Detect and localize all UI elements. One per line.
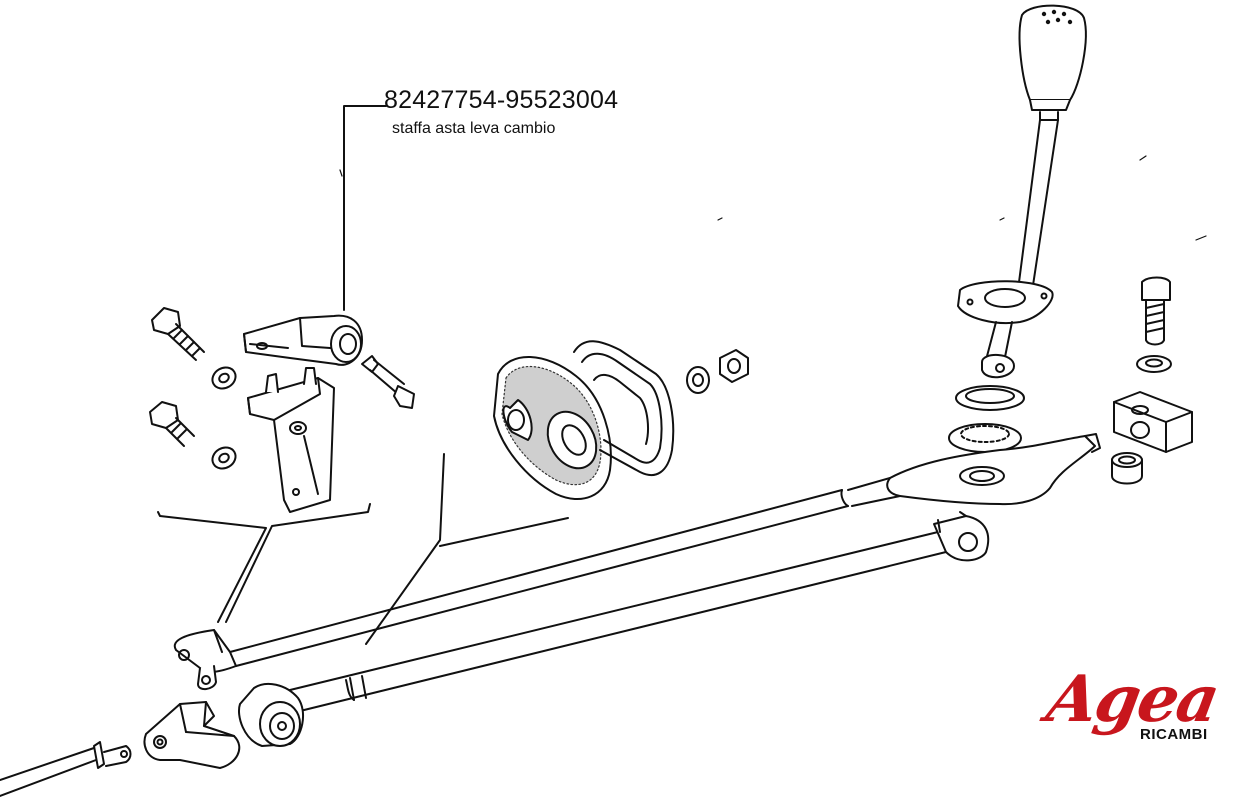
right-bushing [1111,452,1143,485]
right-pivot-block [1113,391,1193,453]
part-description-label: staffa asta leva cambio [392,120,556,137]
brand-logo: Agea RICAMBI [1040,662,1223,772]
upper-selector-rod [173,433,1101,690]
left-bolt-upper [151,307,205,361]
lower-left-linkage [0,701,241,797]
lever-mount-plate [886,435,1096,506]
boot-frame [573,340,675,477]
center-nut [719,349,749,383]
left-washer-lower [211,446,237,470]
gear-lever [957,4,1087,379]
brand-subtitle: RICAMBI [1140,726,1208,743]
exploded-guide-lines [157,453,569,645]
left-bolt-lower [149,401,195,447]
rod-end-bush [238,682,305,747]
bracket-upper [243,314,363,366]
bracket-lower [247,367,335,513]
right-washer [1136,355,1172,373]
callout-leader-line [343,105,387,311]
rubber-boot [493,356,612,500]
part-number-label: 82427754-95523004 [384,86,619,114]
bracket-pin [361,355,415,409]
lower-selector-rod [289,511,990,713]
lever-washers [948,385,1025,453]
stray-marks [339,155,1207,241]
left-washer-upper [211,366,237,390]
center-washer [686,366,710,394]
right-bolt [1141,276,1171,346]
